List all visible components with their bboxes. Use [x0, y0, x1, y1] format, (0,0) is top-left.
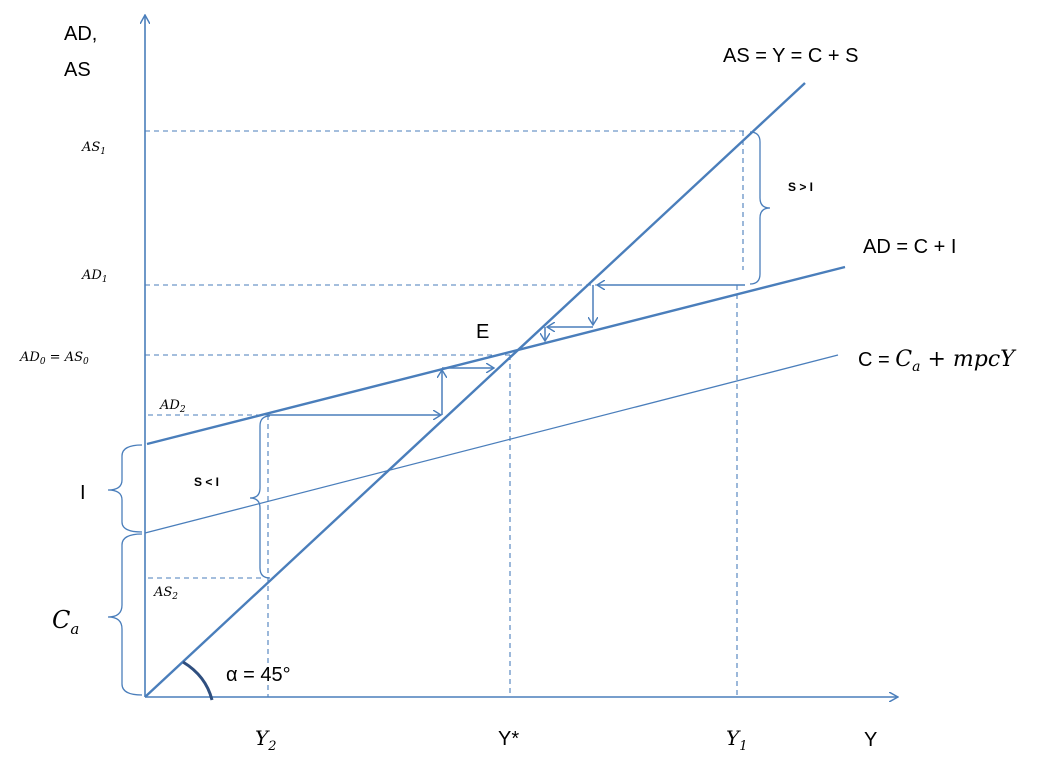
as2-label: AS2 [153, 585, 178, 602]
investment-brace [107, 444, 143, 533]
s-lt-i-label: S < I [194, 475, 219, 489]
ad2-label: AD2 [159, 398, 186, 415]
angle-arc [182, 660, 214, 701]
x-axis-label: Y [864, 729, 877, 751]
investment-label: I [80, 482, 86, 504]
ad0-as0-label: AD0 = AS0 [19, 350, 89, 367]
equilibrium-label: E [476, 321, 489, 343]
ystar-label: Y* [498, 728, 519, 750]
s-gt-i-brace [749, 131, 771, 285]
as-line-label: AS = Y = C + S [723, 45, 858, 67]
s-gt-i-label: S > I [788, 180, 813, 194]
as-45-degree-line [144, 82, 806, 698]
c-line-label: C = Ca + mpcY [858, 347, 1017, 375]
y1-label: Y1 [726, 726, 747, 754]
angle-label: α = 45° [226, 664, 291, 686]
consumption-line [144, 354, 839, 534]
y2-label: Y2 [255, 726, 276, 754]
y-axis-label-line2: AS [64, 59, 91, 81]
as1-label: AS1 [81, 140, 106, 157]
s-lt-i-brace [249, 415, 271, 579]
ca-label: Ca [52, 606, 79, 638]
y-axis-label-line1: AD, [64, 23, 97, 45]
ca-brace [107, 533, 143, 696]
ad1-label: AD1 [81, 268, 108, 285]
ad-line-label: AD = C + I [863, 236, 956, 258]
